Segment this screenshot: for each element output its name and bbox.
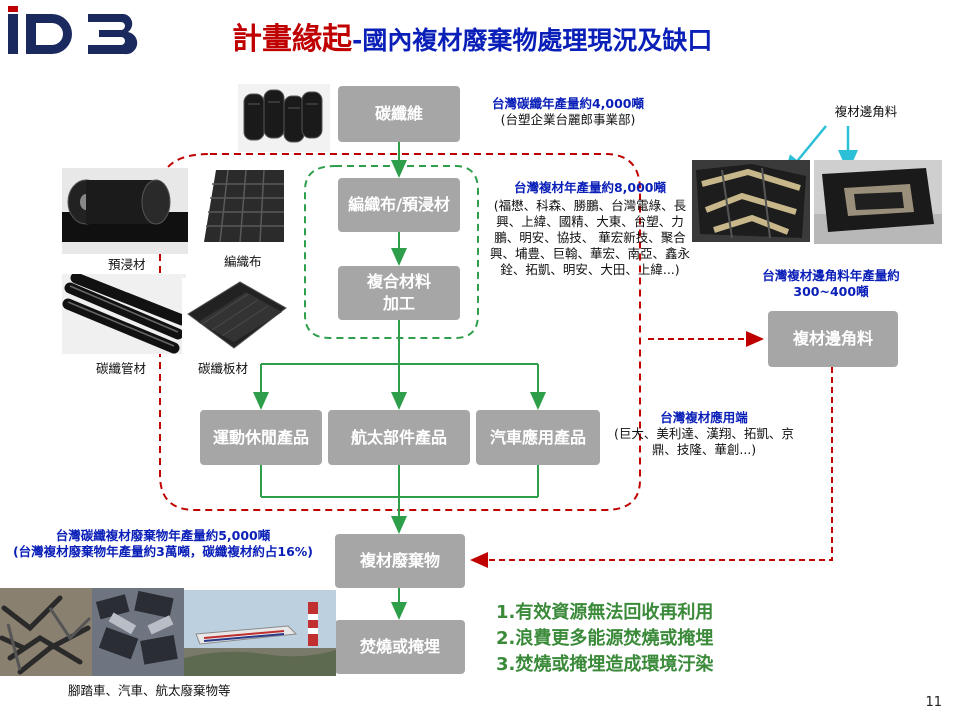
- carbon-fiber-annual-source: (台塑企業台麗郎事業部): [500, 112, 636, 127]
- carbon-plate-photo: [182, 278, 290, 354]
- plate-caption: 碳纖板材: [198, 361, 249, 376]
- composite-manufacturer-list: (福懋、科森、勝鵬、台灣電綠、長興、上緯、國精、大東、台塑、力鵬、明安、協技、 …: [490, 198, 691, 277]
- waste-photos-caption: 腳踏車、汽車、航太廢棄物等: [68, 683, 231, 698]
- application-list: (巨大、美利達、漢翔、拓凱、京鼎、技隆、華創...): [614, 426, 794, 457]
- conclusion-item: 3.焚燒或掩埋造成環境汙染: [496, 654, 714, 675]
- composite-waste-box: 複材廢棄物: [335, 534, 465, 588]
- carbon-fiber-annual-note: 台灣碳纖年產量約4,000噸 (台塑企業台麗郎事業部): [468, 96, 668, 128]
- conclusion-item: 1.有效資源無法回收再利用: [496, 602, 714, 623]
- title-sub: -國內複材廢棄物處理現況及缺口: [352, 26, 713, 55]
- sports-product-box: 運動休閒產品: [200, 410, 322, 465]
- bicycle-waste-photo: [0, 588, 92, 676]
- woven-caption: 編織布: [224, 254, 262, 269]
- scrap-annual-note: 台灣複材邊角料年產量約300~400噸: [762, 268, 900, 299]
- carbon-fiber-box: 碳纖維: [338, 86, 460, 142]
- carbon-fiber-annual-title: 台灣碳纖年產量約4,000噸: [491, 96, 645, 111]
- carbon-tube-photo: [62, 274, 186, 354]
- tube-caption: 碳纖管材: [96, 361, 147, 376]
- conclusion-list: 1.有效資源無法回收再利用 2.浪費更多能源焚燒或掩埋 3.焚燒或掩埋造成環境汙…: [496, 600, 713, 678]
- application-title: 台灣複材應用端: [660, 410, 748, 425]
- aircraft-waste-photo: [184, 590, 336, 676]
- composite-annual-note: 台灣複材年產量約8,000噸 (福懋、科森、勝鵬、台灣電綠、長興、上緯、國精、大…: [490, 180, 690, 278]
- id3-logo: [8, 6, 138, 55]
- scrap-photo-label: 複材邊角料: [834, 104, 898, 119]
- page-number: 11: [925, 695, 942, 710]
- scrap-photo-1: [692, 160, 810, 242]
- prepreg-photo: [62, 168, 188, 254]
- waste-annual-title: 台灣碳纖複材廢棄物年產量約5,000噸: [55, 528, 271, 543]
- car-waste-photo: [92, 588, 184, 676]
- processing-region: [304, 165, 479, 339]
- composite-scrap-box: 複材邊角料: [768, 311, 898, 367]
- automotive-product-box: 汽車應用產品: [476, 410, 600, 465]
- composite-processing-box: 複合材料加工: [338, 266, 460, 320]
- waste-annual-note: 台灣碳纖複材廢棄物年產量約5,000噸 (台灣複材廢棄物年產量約3萬噸，碳纖複材…: [4, 528, 322, 560]
- page-title: 計畫緣起-國內複材廢棄物處理現況及缺口: [232, 14, 712, 58]
- composite-annual-title: 台灣複材年產量約8,000噸: [513, 180, 667, 195]
- waste-annual-sub: (台灣複材廢棄物年產量約3萬噸，碳纖複材約占16%): [12, 544, 314, 559]
- woven-prepreg-box: 編織布/預浸材: [338, 178, 460, 232]
- title-main: 計畫緣起: [232, 22, 352, 57]
- conclusion-item: 2.浪費更多能源焚燒或掩埋: [496, 628, 714, 649]
- incinerate-landfill-box: 焚燒或掩埋: [335, 620, 465, 674]
- prepreg-caption: 預浸材: [108, 257, 146, 272]
- carbon-fiber-spools-photo: [238, 84, 330, 152]
- aerospace-product-box: 航太部件產品: [328, 410, 470, 465]
- scrap-photo-2: [814, 160, 942, 244]
- woven-fabric-photo: [198, 164, 290, 250]
- application-note: 台灣複材應用端 (巨大、美利達、漢翔、拓凱、京鼎、技隆、華創...): [606, 410, 802, 458]
